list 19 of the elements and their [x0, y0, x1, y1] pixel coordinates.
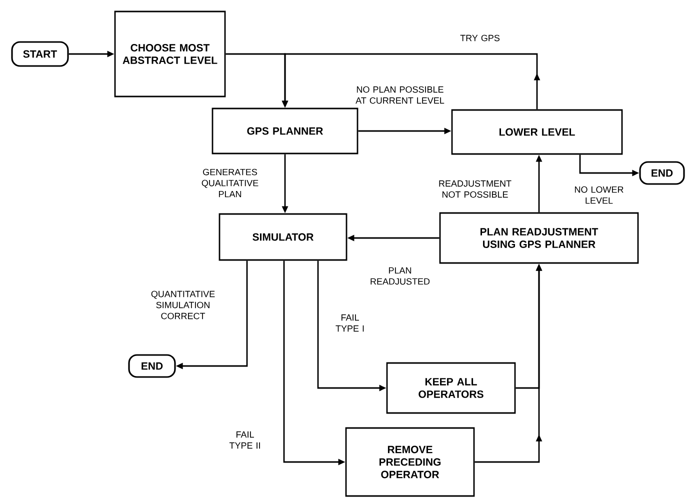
process-box: REMOVE PRECEDING OPERATOR — [345, 427, 475, 497]
process-box: LOWER LEVEL — [451, 109, 623, 155]
edge-label: NO PLAN POSSIBLE AT CURRENT LEVEL — [356, 86, 444, 104]
edge-label: NO LOWER LEVEL — [575, 186, 624, 204]
edge-label: TRY GPS — [460, 34, 500, 42]
edge-label: FAIL TYPE II — [229, 431, 260, 449]
process-box: SIMULATOR — [218, 213, 348, 261]
edge-label: QUANTITATIVE SIMULATION CORRECT — [151, 290, 215, 320]
process-box: GPS PLANNER — [212, 108, 358, 154]
edge-label: PLAN READJUSTED — [370, 267, 430, 285]
process-box: CHOOSE MOST ABSTRACT LEVEL — [114, 10, 226, 98]
edge-label: READJUSTMENT NOT POSSIBLE — [439, 180, 512, 198]
edge-label: GENERATES QUALITATIVE PLAN — [202, 168, 258, 198]
process-box: KEEP ALL OPERATORS — [386, 362, 516, 414]
end-terminal: END — [128, 354, 176, 378]
end-terminal: END — [639, 161, 685, 185]
process-box: PLAN READJUSTMENT USING GPS PLANNER — [439, 212, 639, 264]
start-terminal: START — [11, 41, 69, 67]
edge-label: FAIL TYPE I — [336, 314, 364, 332]
